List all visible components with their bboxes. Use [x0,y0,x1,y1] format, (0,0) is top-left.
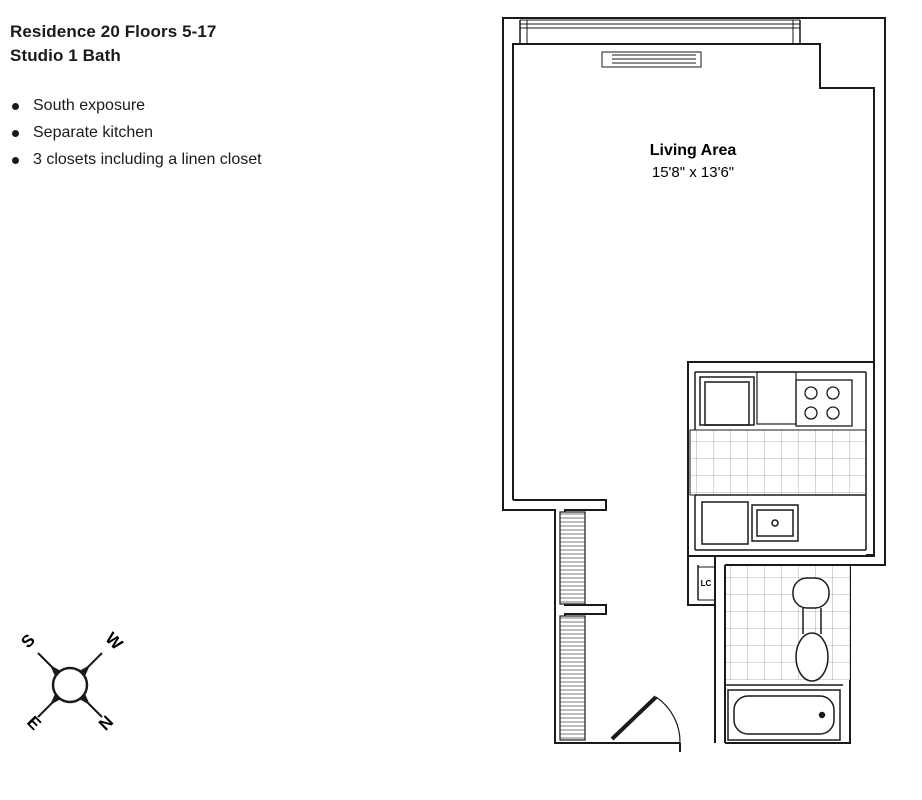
living-area-dims: 15'8" x 13'6" [652,164,734,181]
compass-e: E [23,712,44,733]
compass-w: W [101,629,126,654]
feature-list: South exposure Separate kitchen 3 closet… [10,92,430,173]
toilet-icon [792,577,830,682]
bathroom [714,556,850,743]
linen-closet-label: LC [701,579,712,588]
feature-item: South exposure [10,92,430,119]
sink-icon [751,504,799,542]
stove-icon [795,379,853,427]
compass-rose: S W E N [17,629,127,734]
dishwasher-icon [701,501,749,545]
counter [756,371,797,425]
bathtub-icon [727,689,841,741]
unit-type: Studio 1 Bath [10,46,121,65]
kitchen [687,361,875,557]
compass-s: S [17,630,38,651]
compass-n: N [95,712,117,734]
heating-unit [601,51,702,68]
entry-door [610,695,681,752]
unit-info: Residence 20 Floors 5-17 Studio 1 Bath S… [10,20,430,173]
living-area-label: Living Area [650,142,737,159]
feature-item: 3 closets including a linen closet [10,146,430,173]
window [519,19,801,44]
floor-plan: Living Area 15'8" x 13'6" [502,17,886,752]
residence-title: Residence 20 Floors 5-17 [10,22,217,41]
corridor-walls [513,499,607,740]
compass-icon [37,652,103,718]
closet-lower [559,615,586,741]
feature-item: Separate kitchen [10,119,430,146]
closet-upper [559,511,586,605]
refrigerator-icon [699,376,755,426]
